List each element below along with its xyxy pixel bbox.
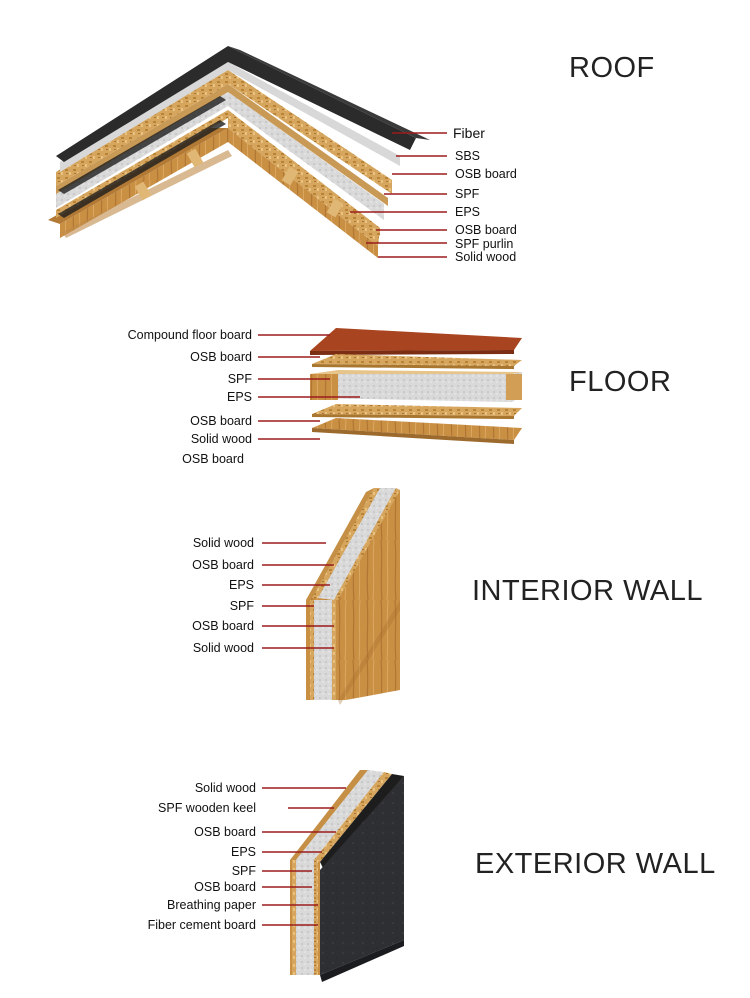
roof-label-spf-purlin: SPF purlin (455, 237, 514, 251)
interior-wall-title: INTERIOR WALL (472, 575, 704, 607)
roof-title: ROOF (569, 52, 655, 84)
roof-label-sbs: SBS (455, 149, 481, 163)
floor-label-solid-wood: Solid wood (190, 432, 252, 446)
roof-label-osb-board-1: OSB board (455, 167, 517, 181)
exterior-wall-label-spf: SPF (231, 864, 256, 878)
floor-label-eps: EPS (226, 390, 252, 404)
interior-wall-label-solid-wood-1: Solid wood (192, 536, 254, 550)
exterior-wall-label-osb-board-1: OSB board (194, 825, 256, 839)
floor-label-compound-floor-board: Compound floor board (127, 328, 252, 342)
roof-illustration (48, 46, 430, 258)
interior-wall-illustration (306, 488, 400, 705)
roof-label-spf: SPF (455, 187, 480, 201)
interior-wall-label-spf: SPF (229, 599, 254, 613)
exterior-wall-illustration (290, 770, 404, 982)
floor-label-osb-board-3: OSB board (182, 452, 244, 466)
roof-label-fiber: Fiber (453, 125, 485, 141)
floor-title: FLOOR (569, 366, 672, 398)
interior-wall-label-osb-board-2: OSB board (192, 619, 254, 633)
roof-label-solid-wood: Solid wood (455, 250, 517, 264)
interior-wall-label-solid-wood-2: Solid wood (192, 641, 254, 655)
exterior-wall-title: EXTERIOR WALL (475, 848, 716, 880)
exterior-wall-label-spf-wooden-keel: SPF wooden keel (158, 801, 256, 815)
interior-wall-label-eps: EPS (228, 578, 254, 592)
floor-label-spf: SPF (227, 372, 252, 386)
floor-illustration (310, 328, 522, 444)
exterior-wall-label-eps: EPS (230, 845, 256, 859)
floor-label-osb-board-1: OSB board (190, 350, 252, 364)
interior-wall-label-osb-board-1: OSB board (192, 558, 254, 572)
roof-label-eps: EPS (455, 205, 481, 219)
exterior-wall-label-osb-board-2: OSB board (194, 880, 256, 894)
floor-label-osb-board-2: OSB board (190, 414, 252, 428)
roof-label-osb-board-2: OSB board (455, 223, 517, 237)
exterior-wall-label-breathing-paper: Breathing paper (167, 898, 256, 912)
exterior-wall-label-fiber-cement-board: Fiber cement board (147, 918, 256, 932)
leader-lines (258, 132, 447, 926)
exterior-wall-label-solid-wood: Solid wood (194, 781, 256, 795)
